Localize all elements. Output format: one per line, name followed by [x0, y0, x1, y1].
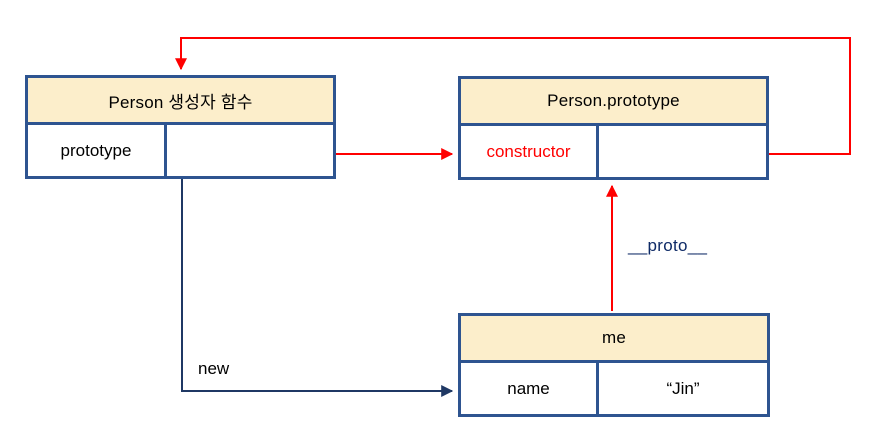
- box-person-value-prototype: [167, 125, 333, 176]
- edge-constructor-to-person: [175, 37, 851, 155]
- box-me-instance[interactable]: me name “Jin”: [458, 313, 770, 417]
- box-person-prototype[interactable]: Person.prototype constructor: [458, 76, 769, 180]
- box-prototype-value-constructor: [599, 126, 766, 177]
- box-prototype-header: Person.prototype: [461, 79, 766, 126]
- box-person-header: Person 생성자 함수: [28, 78, 333, 125]
- box-person-constructor-function[interactable]: Person 생성자 함수 prototype: [25, 75, 336, 179]
- box-me-key-name: name: [461, 363, 599, 414]
- box-prototype-row: constructor: [461, 126, 766, 177]
- box-me-header: me: [461, 316, 767, 363]
- box-person-key-prototype: prototype: [28, 125, 167, 176]
- edge-label-new: new: [198, 359, 230, 378]
- box-me-value-name: “Jin”: [666, 378, 700, 398]
- edge-new-instance: [181, 179, 454, 397]
- box-prototype-key-constructor: constructor: [461, 126, 599, 177]
- box-me-row: name “Jin”: [461, 363, 767, 414]
- edge-label-proto: __proto__: [628, 236, 708, 255]
- box-person-row: prototype: [28, 125, 333, 176]
